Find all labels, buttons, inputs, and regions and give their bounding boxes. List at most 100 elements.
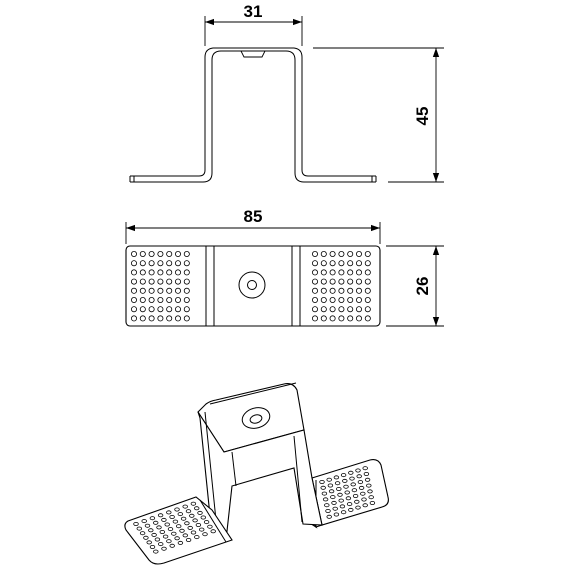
perforation-hole	[350, 482, 356, 487]
dim-overall-length-label: 85	[244, 207, 263, 226]
perforation-hole	[166, 510, 172, 515]
perforation-grid-right	[311, 250, 371, 322]
perforation-hole	[320, 278, 327, 285]
perforation-hole	[149, 516, 156, 521]
top-view: 85 26	[125, 207, 444, 327]
perforation-hole	[362, 466, 368, 471]
perforation-hole	[179, 528, 185, 533]
perforation-hole	[320, 485, 326, 490]
perforation-hole	[355, 296, 362, 303]
perforation-grid-left	[130, 250, 190, 322]
perforation-hole	[329, 250, 336, 257]
perforation-hole	[322, 497, 329, 502]
perforation-hole	[139, 287, 146, 294]
perforation-hole	[325, 508, 331, 513]
perforation-hole	[130, 250, 137, 257]
perforation-hole	[157, 269, 164, 276]
perforation-hole	[338, 269, 345, 276]
perforation-hole	[311, 287, 318, 294]
perforation-hole	[148, 250, 155, 257]
perforation-hole	[177, 512, 183, 517]
perforation-hole	[174, 278, 181, 285]
perforation-hole	[174, 536, 180, 541]
perforation-hole	[366, 483, 372, 488]
perforation-hole	[329, 278, 336, 285]
perforation-hole	[139, 250, 146, 257]
perforation-hole	[157, 315, 164, 322]
perforation-hole	[156, 525, 162, 530]
perforation-hole	[362, 503, 368, 508]
perforation-hole	[355, 468, 361, 473]
perforation-hole	[174, 315, 181, 322]
perforation-hole	[169, 543, 175, 548]
perforation-hole	[130, 269, 137, 276]
perforation-hole	[361, 497, 367, 502]
perforation-hole	[320, 315, 327, 322]
perforation-hole	[130, 260, 137, 267]
perforation-hole	[161, 517, 167, 522]
perforation-hole	[344, 490, 350, 495]
perforation-hole	[148, 287, 155, 294]
perforation-hole	[364, 287, 371, 294]
perforation-hole	[327, 483, 334, 488]
perforation-hole	[320, 260, 327, 267]
perforation-hole	[364, 306, 371, 313]
side-view: 31 45	[129, 2, 444, 183]
perforation-hole	[193, 506, 200, 511]
iso-front-bend-2	[231, 451, 237, 487]
center-hole-outer	[238, 271, 266, 299]
perforation-hole	[311, 260, 318, 267]
perforation-hole	[139, 306, 146, 313]
perforation-hole	[148, 315, 155, 322]
perforation-hole	[338, 498, 344, 503]
perforation-hole	[175, 524, 182, 529]
perforation-hole	[329, 269, 336, 276]
perforation-hole	[162, 534, 169, 539]
perforation-hole	[161, 546, 167, 551]
perforation-hole	[333, 475, 340, 480]
perforation-hole	[340, 510, 347, 515]
perforation-hole	[184, 521, 190, 526]
iso-left-foot	[124, 496, 233, 565]
perforation-hole	[166, 539, 172, 544]
perforation-hole	[133, 522, 139, 527]
perforation-hole	[166, 306, 173, 313]
perforation-hole	[198, 527, 205, 532]
iso-front-bend-3	[293, 435, 303, 523]
perforation-hole	[148, 528, 154, 533]
perforation-hole	[174, 287, 181, 294]
perforation-hole	[197, 510, 203, 515]
perforation-hole	[174, 260, 181, 267]
perforation-hole	[157, 287, 164, 294]
perforation-hole	[148, 278, 155, 285]
perforation-hole	[144, 523, 151, 528]
perforation-hole	[329, 306, 336, 313]
dim-plate-width-label: 26	[413, 277, 432, 296]
perforation-hole	[311, 306, 318, 313]
perforation-hole	[130, 306, 137, 313]
perforation-hole	[183, 269, 190, 276]
perforation-hole	[355, 260, 362, 267]
perforation-hole	[149, 545, 156, 550]
perforation-hole	[329, 315, 336, 322]
perforation-hole	[143, 535, 149, 540]
perforation-hole	[347, 296, 354, 303]
perforation-hole	[166, 287, 173, 294]
perforation-hole	[348, 470, 354, 475]
perforation-hole	[338, 296, 345, 303]
perforation-hole	[336, 486, 342, 491]
perforation-hole	[203, 520, 210, 525]
perforation-hole	[347, 278, 354, 285]
perforation-hole	[356, 474, 362, 479]
perforation-hole	[157, 513, 164, 518]
perforation-hole	[130, 296, 137, 303]
perforation-hole	[320, 296, 327, 303]
perforation-hole	[364, 278, 371, 285]
perforation-hole	[319, 479, 325, 484]
perforation-hole	[167, 527, 174, 532]
perforation-hole	[347, 287, 354, 294]
perforation-hole	[351, 488, 358, 493]
perforation-hole	[338, 260, 345, 267]
perforation-hole	[185, 509, 192, 514]
perforation-hole	[338, 287, 345, 294]
